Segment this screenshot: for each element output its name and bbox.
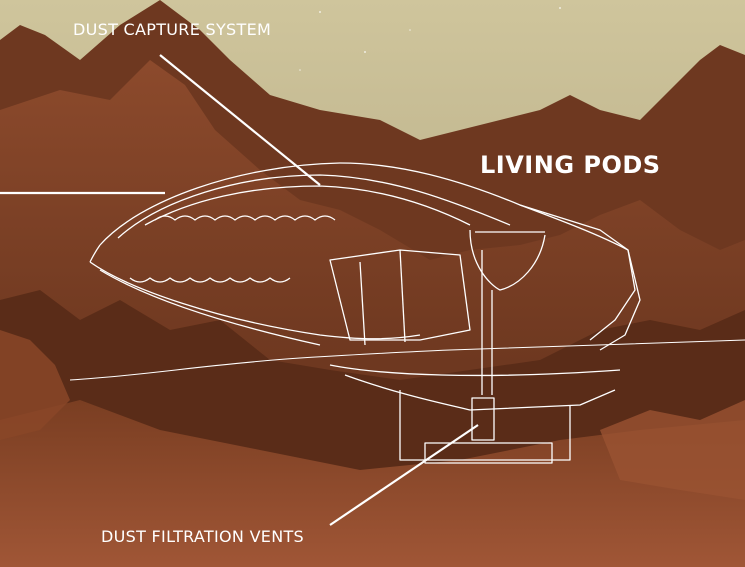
stars (299, 7, 561, 71)
foreground-rocks-right (600, 400, 745, 500)
leader-line-dust-filtration (329, 424, 479, 526)
foreground-rocks-left (0, 330, 70, 440)
leader-line-dust-capture (159, 54, 321, 186)
pod-structure-linework (69, 162, 745, 464)
label-dust-filtration-vents: DUST FILTRATION VENTS (101, 527, 305, 546)
foreground-ground (0, 400, 745, 567)
label-dust-capture-system: DUST CAPTURE SYSTEM (73, 20, 272, 39)
label-living-pods: LIVING PODS (480, 151, 661, 179)
leader-lines (0, 54, 479, 526)
